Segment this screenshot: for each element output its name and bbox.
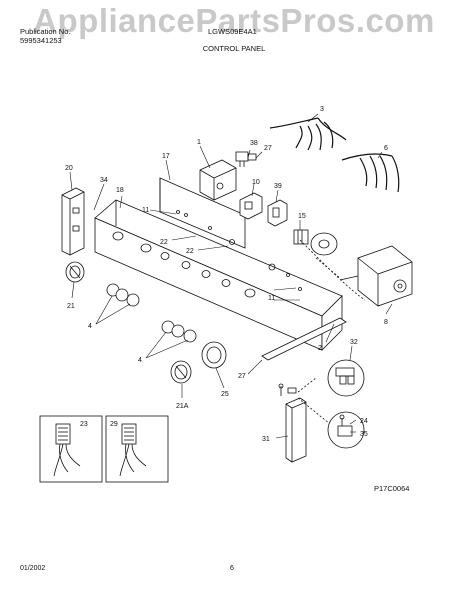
- callout-4b: 4: [138, 357, 142, 364]
- callout-25: 25: [221, 391, 229, 398]
- diagram-code: P17C0064: [374, 484, 410, 493]
- detail-circle-35: [327, 411, 365, 449]
- callout-6: 6: [384, 145, 388, 152]
- callout-21a: 21A: [176, 403, 189, 410]
- callout-24: 24: [360, 418, 368, 425]
- callout-17: 17: [162, 153, 170, 160]
- switch-10: [239, 192, 263, 220]
- callout-23: 23: [80, 421, 88, 428]
- wire-harness-3: [269, 117, 347, 151]
- callout-35: 35: [360, 431, 368, 438]
- detail-box-23: [39, 415, 103, 483]
- end-cap-20: [61, 187, 85, 256]
- rotary-switch: [310, 232, 338, 256]
- callout-20: 20: [65, 165, 73, 172]
- switch-38: [235, 151, 257, 167]
- screw-clip: [278, 377, 331, 425]
- callout-8: 8: [384, 319, 388, 326]
- callout-15: 15: [298, 213, 306, 220]
- callout-2: 2: [318, 345, 322, 352]
- callout-38: 38: [250, 140, 258, 147]
- publication-label: Publication No.: [20, 27, 71, 36]
- knob-21: [65, 261, 85, 283]
- side-cap-31: [285, 397, 307, 463]
- callout-11b: 11: [268, 295, 275, 302]
- timer: [199, 159, 237, 201]
- callout-29: 29: [110, 421, 118, 428]
- push-buttons-4: [106, 283, 197, 343]
- footer-page-number: 6: [230, 565, 234, 572]
- switch-39: [267, 199, 288, 227]
- model-number: LGWS09E4A1: [208, 27, 257, 36]
- knob-21a: [170, 360, 192, 384]
- rear-bracket: [159, 177, 302, 291]
- publication-number: 5995341253: [20, 36, 62, 45]
- callout-1: 1: [197, 139, 201, 146]
- switch-15: [293, 229, 309, 245]
- callout-34: 34: [100, 177, 108, 184]
- callout-27a: 27: [238, 373, 246, 380]
- wire-routing: [299, 239, 366, 301]
- callout-10: 10: [252, 179, 260, 186]
- callout-27b: 27: [264, 145, 272, 152]
- callout-22b: 22: [186, 248, 194, 255]
- callout-31: 31: [262, 436, 270, 443]
- callout-4a: 4: [88, 323, 92, 330]
- footer-date: 01/2002: [20, 565, 46, 572]
- pressure-switch-8: [339, 245, 413, 307]
- leader-lines: [69, 113, 393, 439]
- page-title: CONTROL PANEL: [202, 44, 266, 53]
- callout-32: 32: [350, 339, 358, 346]
- detail-box-29: [105, 415, 169, 483]
- callout-11a: 11: [142, 207, 149, 214]
- wire-harness-6: [341, 153, 400, 193]
- callout-18: 18: [116, 187, 124, 194]
- dial-25: [201, 341, 227, 369]
- callout-39: 39: [274, 183, 282, 190]
- trim-strip: [261, 317, 347, 361]
- callout-21: 21: [67, 303, 75, 310]
- callout-3: 3: [320, 106, 324, 113]
- callout-22a: 22: [160, 239, 168, 246]
- callout-labels: 1 3 4 4 6 8 10 11 11 15 17 18 2 20 21 21…: [65, 106, 388, 443]
- detail-circle-32: [327, 359, 365, 397]
